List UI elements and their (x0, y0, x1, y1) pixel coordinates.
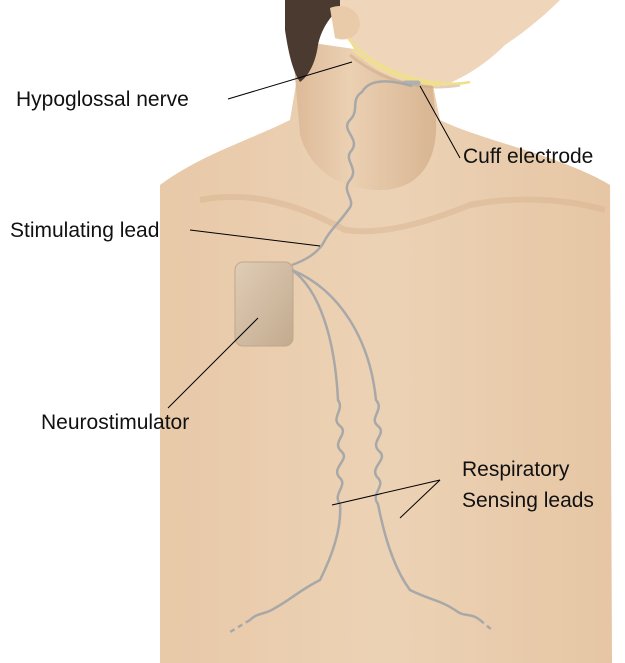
label-sensing-leads: Sensing leads (462, 489, 594, 513)
label-stimulating-lead: Stimulating lead (10, 219, 159, 243)
label-cuff-electrode: Cuff electrode (463, 145, 593, 169)
label-hypoglossal-nerve: Hypoglossal nerve (16, 88, 189, 112)
label-respiratory: Respiratory (462, 458, 569, 482)
neurostimulator-device (235, 262, 293, 346)
label-neurostimulator: Neurostimulator (41, 411, 189, 435)
